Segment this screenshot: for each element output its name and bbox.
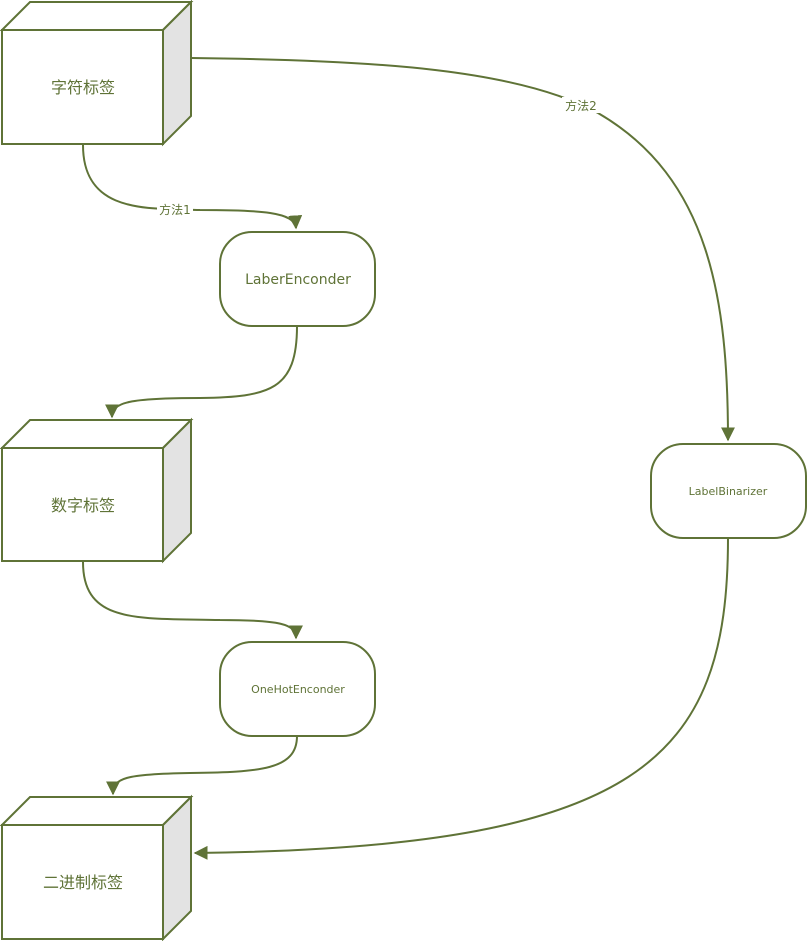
node-label-binarizer-text: LabelBinarizer xyxy=(689,485,768,498)
edge-label-method1: 方法1 xyxy=(157,201,193,217)
node-binary-label: 二进制标签 xyxy=(0,794,194,941)
edge-num-to-onehot xyxy=(82,561,303,640)
node-onehot-enconder: OneHotEnconder xyxy=(219,641,376,737)
node-label-binarizer: LabelBinarizer xyxy=(650,443,807,539)
node-binary-label-text: 二进制标签 xyxy=(43,873,123,892)
edge-laberenconder-to-num xyxy=(105,325,298,419)
svg-text:方法2: 方法2 xyxy=(565,98,597,113)
node-char-label-text: 字符标签 xyxy=(51,78,115,97)
edge-labelbinarizer-to-binary xyxy=(193,537,729,860)
svg-text:方法1: 方法1 xyxy=(159,202,191,217)
edge-label-method2: 方法2 xyxy=(562,97,600,113)
node-laber-enconder-text: LaberEnconder xyxy=(245,272,351,288)
edge-char-to-laberenconder xyxy=(82,144,303,230)
edge-onehot-to-binary xyxy=(106,735,298,796)
node-num-label-text: 数字标签 xyxy=(51,496,115,515)
node-onehot-enconder-text: OneHotEnconder xyxy=(251,683,345,696)
node-char-label: 字符标签 xyxy=(0,0,194,147)
node-num-label: 数字标签 xyxy=(0,417,194,564)
node-laber-enconder: LaberEnconder xyxy=(219,231,376,327)
